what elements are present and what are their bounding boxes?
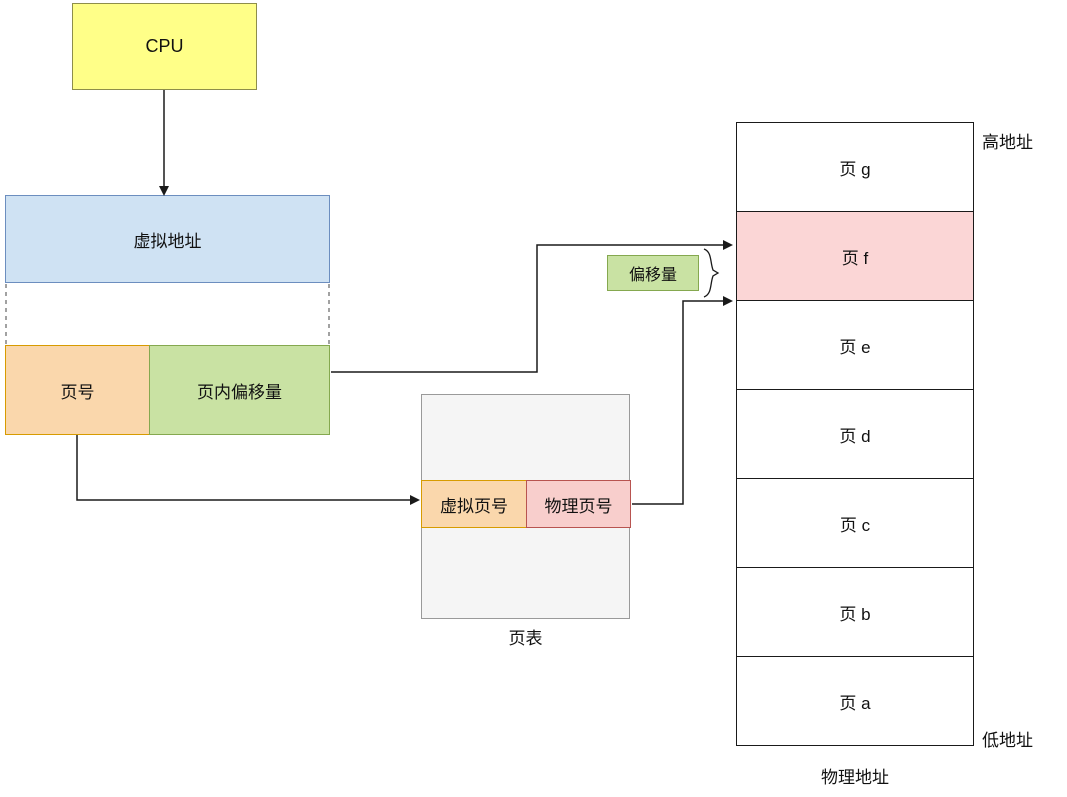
page-offset-node: 页内偏移量 — [149, 345, 330, 435]
virtual-address-node: 虚拟地址 — [5, 195, 330, 283]
brace-icon — [703, 248, 720, 298]
high-address-label: 高地址 — [982, 133, 1033, 152]
memory-page-row: 页 c — [736, 478, 974, 568]
memory-page-row: 页 g — [736, 122, 974, 212]
memory-page-label: 页 e — [839, 337, 871, 357]
page-number-label: 页号 — [60, 382, 95, 402]
low-address-label: 低地址 — [982, 731, 1033, 750]
memory-page-label: 页 c — [839, 515, 871, 535]
physical-page-number-label: 物理页号 — [544, 496, 613, 516]
arrowhead-right-icon — [723, 296, 733, 306]
physical-memory-column: 页 g 页 f 页 e 页 d 页 c 页 b 页 a — [736, 122, 974, 746]
physical-page-number-cell: 物理页号 — [526, 480, 631, 528]
memory-page-label: 页 g — [839, 159, 871, 179]
memory-page-row: 页 e — [736, 300, 974, 390]
virtual-page-number-cell: 虚拟页号 — [421, 480, 527, 528]
virtual-page-number-label: 虚拟页号 — [440, 496, 508, 516]
physical-address-caption: 物理地址 — [821, 768, 889, 787]
page-table-caption: 页表 — [508, 629, 543, 648]
pagenum-to-table-arrow — [76, 435, 410, 501]
memory-page-label: 页 f — [841, 248, 869, 268]
memory-page-label: 页 a — [839, 693, 871, 713]
table-to-memory-arrow — [632, 300, 724, 505]
memory-page-label: 页 d — [839, 426, 871, 446]
memory-page-label: 页 b — [839, 604, 871, 624]
cpu-label: CPU — [145, 36, 184, 56]
arrowhead-right-icon — [410, 495, 420, 505]
offset-label: 偏移量 — [628, 267, 677, 284]
cpu-node: CPU — [72, 3, 257, 90]
page-number-node: 页号 — [5, 345, 150, 435]
memory-page-row: 页 b — [736, 567, 974, 657]
memory-page-row: 页 a — [736, 656, 974, 746]
arrowhead-right-icon — [723, 240, 733, 250]
memory-page-row: 页 d — [736, 389, 974, 479]
memory-page-row-highlighted: 页 f — [736, 211, 974, 301]
page-offset-label: 页内偏移量 — [197, 382, 282, 402]
virtual-address-label: 虚拟地址 — [133, 231, 202, 251]
offset-node: 偏移量 — [607, 255, 699, 291]
